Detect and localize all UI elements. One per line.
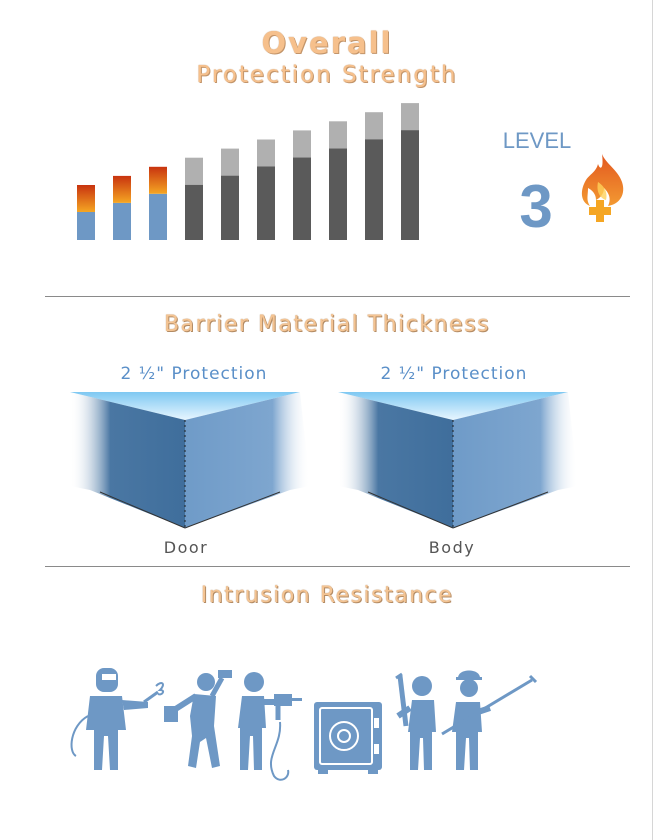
meter-bar-cap: [329, 121, 347, 149]
meter-bar-base: [221, 175, 239, 240]
meter-bar-base: [185, 184, 203, 240]
level-label: LEVEL: [502, 128, 572, 153]
meter-bar-base: [365, 139, 383, 240]
meter-bar-base: [329, 148, 347, 240]
level-value: 3: [519, 173, 553, 240]
body-protection-label: 2 ½" Protection: [380, 364, 528, 384]
meter-bar-cap: [293, 130, 311, 158]
sledgehammer-icon: [164, 670, 232, 768]
crowbar-worker-icon: [441, 670, 538, 770]
section-divider: [45, 296, 630, 297]
body-thickness-illustration: [338, 392, 578, 529]
meter-bar-cap: [149, 166, 167, 194]
right-border-line: [652, 0, 653, 840]
protection-strength-meter: [77, 103, 419, 240]
fire-plus-icon: [581, 154, 624, 222]
body-label: Body: [428, 538, 476, 557]
page-title: Overall: [261, 26, 393, 60]
pry-bar-icon: [395, 672, 436, 770]
meter-bar-base: [293, 157, 311, 240]
door-protection-label: 2 ½" Protection: [120, 364, 268, 384]
meter-bar-cap: [257, 139, 275, 167]
door-label: Door: [163, 538, 209, 557]
section-divider: [45, 566, 630, 567]
safe-icon: [314, 702, 382, 774]
meter-bar-cap: [221, 148, 239, 176]
meter-bar-cap: [185, 157, 203, 185]
meter-bar-base: [401, 130, 419, 240]
meter-bar-base: [113, 202, 131, 240]
page-subtitle: Protection Strength: [196, 62, 458, 88]
meter-bar-cap: [113, 175, 131, 203]
drill-icon: [238, 672, 302, 781]
welder-icon: [70, 668, 165, 770]
door-thickness-illustration: [70, 392, 310, 529]
barrier-section-title: Barrier Material Thickness: [163, 312, 491, 337]
meter-bar-base: [257, 166, 275, 240]
meter-bar-cap: [365, 112, 383, 140]
meter-bar-base: [77, 212, 95, 240]
intrusion-section-title: Intrusion Resistance: [200, 583, 454, 608]
meter-bar-base: [149, 193, 167, 240]
meter-bar-cap: [77, 185, 95, 212]
meter-bar-cap: [401, 103, 419, 131]
